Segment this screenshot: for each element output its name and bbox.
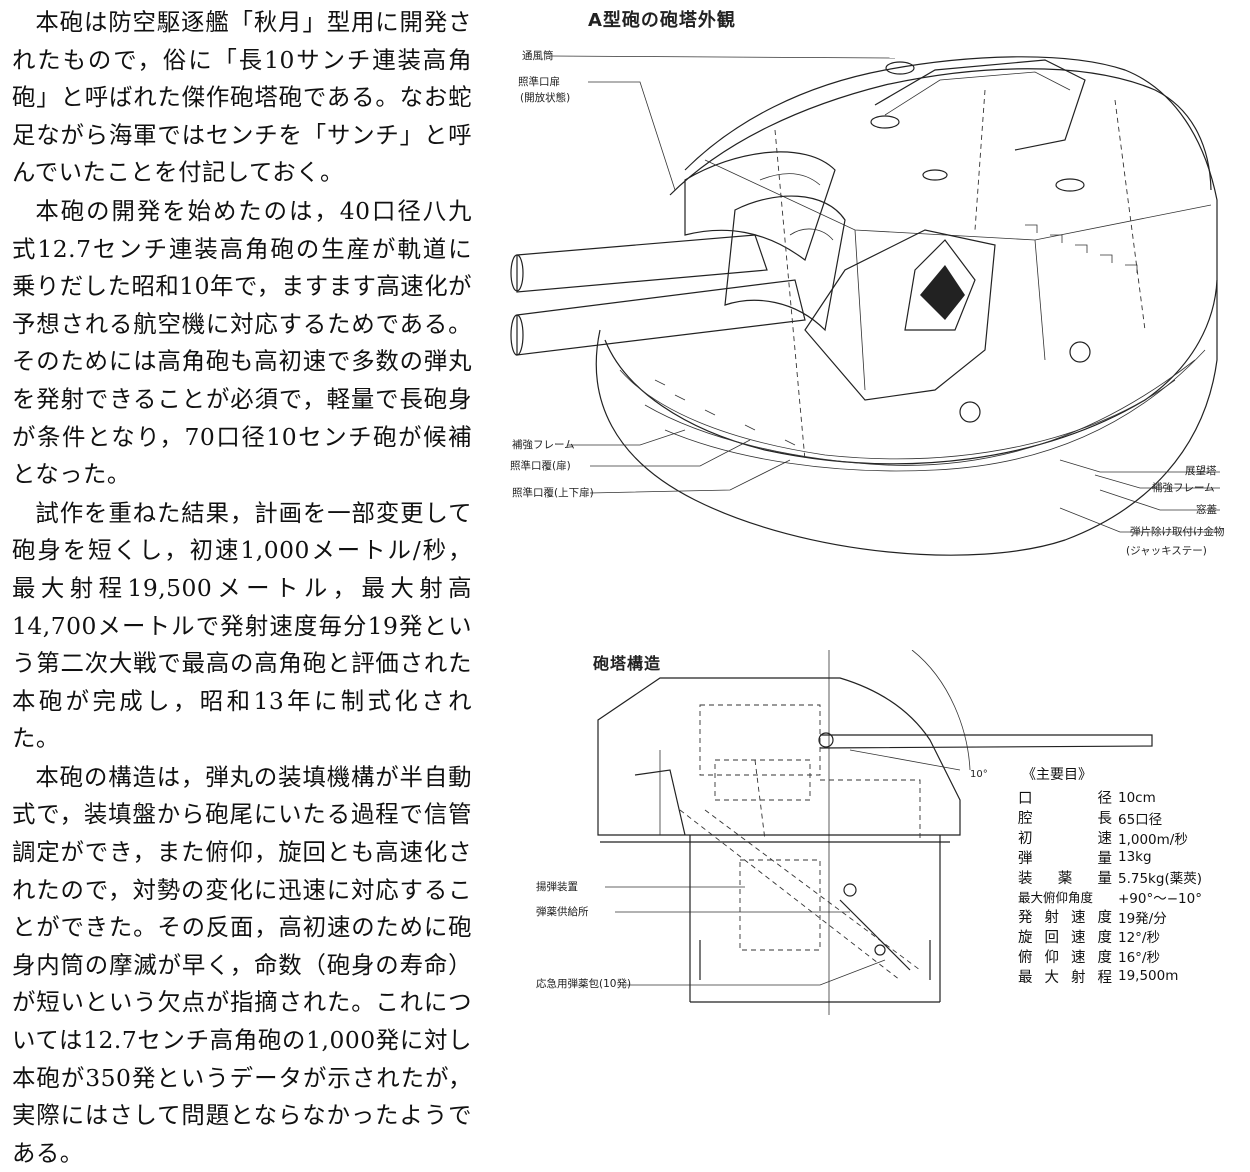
label-observation-hatch: 展望塔 <box>1185 465 1217 477</box>
label-jack-stay: (ジャッキステー) <box>1126 545 1207 557</box>
spec-label: 旋回速度 <box>1018 929 1112 946</box>
spec-value: 5.75kg(薬莢) <box>1118 871 1202 888</box>
spec-value: 13kg <box>1118 849 1152 866</box>
spec-label: 装薬量 <box>1018 870 1112 887</box>
spec-row: 最大射程 19,500m <box>1018 966 1243 986</box>
turret-structure-drawing <box>597 650 1153 1015</box>
label-window: 窓蓋 <box>1196 504 1217 516</box>
spec-row: 口径 10cm <box>1018 788 1243 808</box>
spec-label: 腔長 <box>1018 811 1112 828</box>
spec-label: 初速 <box>1018 831 1112 847</box>
spec-row: 装薬量 5.75kg(薬莢) <box>1018 867 1243 888</box>
spec-value: +90°〜−10° <box>1118 890 1202 907</box>
spec-row: 発射速度 19発/分 <box>1018 907 1243 927</box>
label-vent: 通風筒 <box>522 50 554 62</box>
spec-value: 10cm <box>1118 789 1156 806</box>
turret-structure-title: 砲塔構造 <box>593 654 662 673</box>
spec-row: 弾量 13kg <box>1018 847 1243 867</box>
spec-value: 65口径 <box>1118 811 1163 828</box>
spec-value: 19発/分 <box>1118 910 1167 927</box>
paragraph-1: 本砲は防空駆逐艦「秋月」型用に開発されたもので，俗に「長10サンチ連装高角砲」と… <box>12 8 472 187</box>
turret-exterior-drawing <box>510 56 1218 556</box>
spec-row: 初速 1,000m/秒 <box>1018 828 1243 848</box>
spec-value: 16°/秒 <box>1118 950 1160 967</box>
label-emergency-ammo: 応急用弾薬包(10発) <box>536 978 632 990</box>
spec-label: 俯仰速度 <box>1018 949 1112 966</box>
specs-rows: 口径 10cm 腔長 65口径初速 1,000m/秒弾量 13kg 装薬量 5.75kg(薬莢… <box>1018 788 1243 986</box>
label-sight-door-note: (開放状態) <box>520 92 571 104</box>
label-sight-door: 照準口扉 <box>518 76 560 88</box>
specs-table: 《主要目》 口径 10cm 腔長 65口径初速 1,000m/秒弾量 13kg 装薬量 5.7… <box>1018 764 1243 986</box>
article-text: 本砲は防空駆逐艦「秋月」型用に開発されたもので，俗に「長10サンチ連装高角砲」と… <box>12 4 472 1172</box>
label-sight-cover-updown: 照準口覆(上下扉) <box>512 487 594 499</box>
paragraph-3: 試作を重ねた結果，計画を一部変更して砲身を短くし，初速1,000メートル/秒，最… <box>12 498 472 753</box>
spec-row: 旋回速度 12°/秒 <box>1018 927 1243 947</box>
spec-row: 腔長 65口径 <box>1018 808 1243 828</box>
spec-label: 最大俯仰角度 <box>1018 890 1094 906</box>
label-shell-hoist: 揚弾装置 <box>536 881 578 893</box>
elevation-angle-label: 10° <box>970 769 988 780</box>
paragraph-2: 本砲の開発を始めたのは，40口径八九式12.7センチ連装高角砲の生産が軌道に乗り… <box>12 196 472 489</box>
spec-value: 12°/秒 <box>1118 930 1160 947</box>
spec-row: 俯仰速度 16°/秒 <box>1018 946 1243 967</box>
label-reinforce-frame-left: 補強フレーム <box>512 439 575 451</box>
spec-label: 最大射程 <box>1018 969 1112 986</box>
turret-exterior-leaders <box>549 55 1220 533</box>
specs-title: 《主要目》 <box>1022 767 1092 783</box>
turret-exterior-title: A型砲の砲塔外観 <box>588 10 736 31</box>
label-sight-cover-door: 照準口覆(扉) <box>510 460 571 472</box>
paragraph-4: 本砲の構造は，弾丸の装填機構が半自動式で，装填盤から砲尾にいたる過程で信管調定が… <box>12 762 472 1167</box>
label-powder-room: 弾薬供給所 <box>536 906 589 918</box>
spec-label: 弾量 <box>1018 850 1112 867</box>
spec-label: 口径 <box>1018 791 1112 808</box>
label-splinter-fitting: 弾片除け取付け金物 <box>1130 526 1225 538</box>
spec-value: 1,000m/秒 <box>1118 831 1188 848</box>
spec-value: 19,500m <box>1118 968 1179 985</box>
label-reinforce-frame-right: 補強フレーム <box>1152 482 1215 494</box>
spec-label: 発射速度 <box>1018 910 1112 927</box>
spec-row: 最大俯仰角度 +90°〜−10° <box>1018 887 1243 907</box>
